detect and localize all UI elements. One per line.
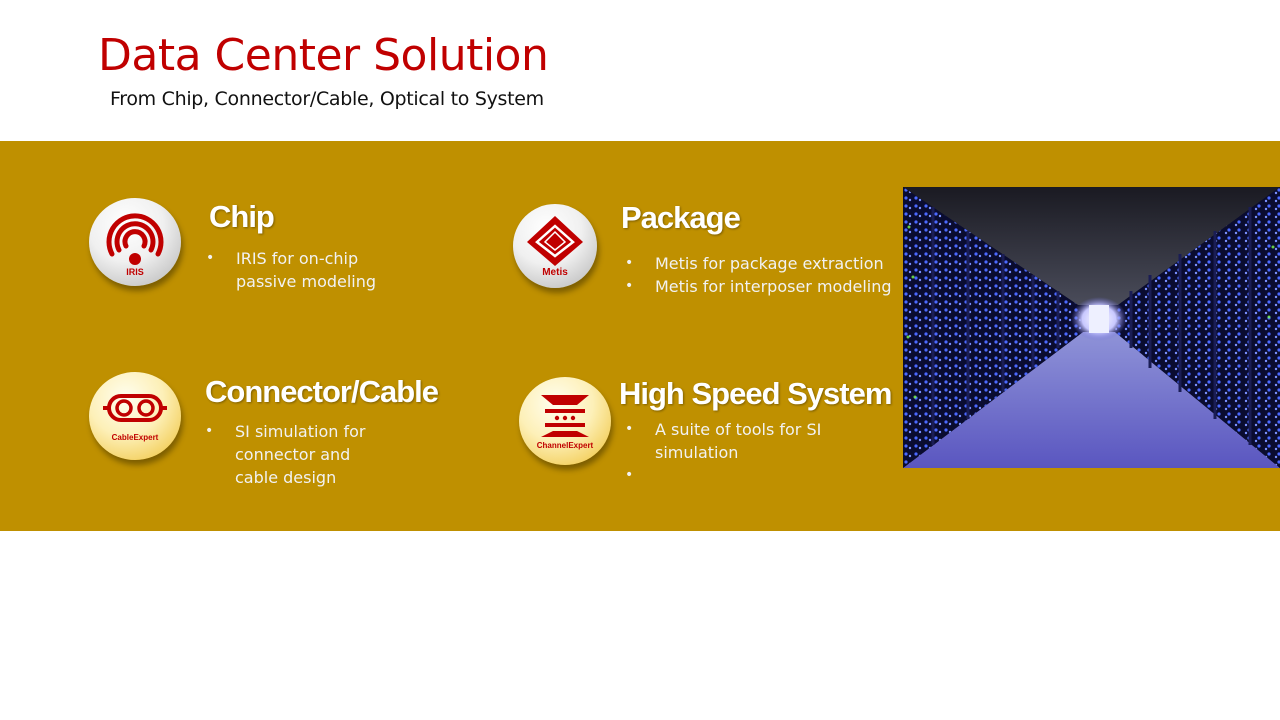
cableexpert-icon-label: CableExpert <box>111 433 159 442</box>
connector-cable-bullet-1: SI simulation for connector and cable de… <box>205 420 425 489</box>
package-bullet-2: Metis for interposer modeling <box>625 275 905 298</box>
iris-icon: IRIS <box>89 198 181 286</box>
high-speed-system-title: High Speed System <box>619 376 892 411</box>
iris-icon-label: IRIS <box>126 267 144 277</box>
cableexpert-icon: CableExpert <box>89 372 181 460</box>
chip-title: Chip <box>209 199 275 234</box>
page-subtitle: From Chip, Connector/Cable, Optical to S… <box>110 88 544 110</box>
package-bullet-1: Metis for package extraction <box>625 252 905 275</box>
high-speed-system-bullets: A suite of tools for SI simulation <box>625 418 905 487</box>
package-bullets: Metis for package extraction Metis for i… <box>625 252 905 298</box>
metis-icon-label: Metis <box>542 267 568 278</box>
page-title: Data Center Solution <box>98 30 549 81</box>
data-center-image <box>903 187 1280 468</box>
high-speed-system-bullet-2 <box>625 464 905 487</box>
chip-bullet-1: IRIS for on-chip passive modeling <box>206 247 426 293</box>
channelexpert-icon-label: ChannelExpert <box>536 441 594 450</box>
connector-cable-title: Connector/Cable <box>205 374 439 409</box>
package-title: Package <box>621 200 741 235</box>
chip-bullets: IRIS for on-chip passive modeling <box>206 247 426 293</box>
connector-cable-bullets: SI simulation for connector and cable de… <box>205 420 425 489</box>
high-speed-system-bullet-1: A suite of tools for SI simulation <box>625 418 905 464</box>
channelexpert-icon: ChannelExpert <box>519 377 611 465</box>
metis-icon: Metis <box>513 204 597 288</box>
